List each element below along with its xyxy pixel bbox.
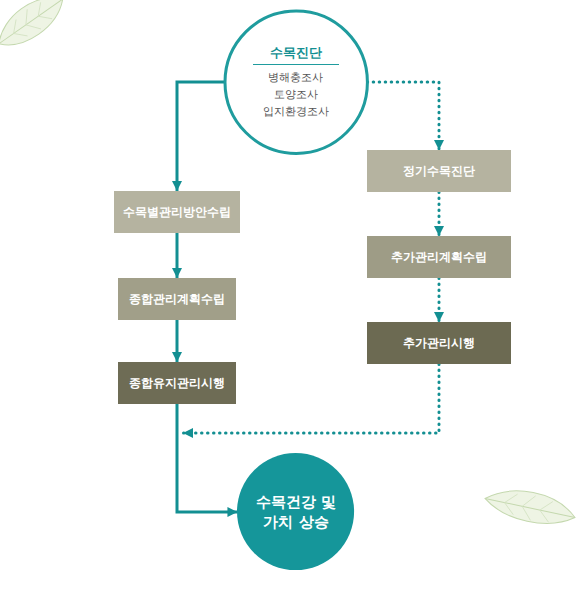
result-circle-outline: [237, 453, 354, 570]
result-circle: 수목건강 및 가치 상승: [237, 453, 354, 570]
survey-item: 입지환경조사: [263, 103, 329, 120]
leaf-vein: [0, 0, 63, 44]
leaf-vein: [485, 498, 575, 517]
process-label: 추가관리시행: [403, 335, 475, 351]
head-circle: 수목진단병해충조사토양조사입지환경조사: [225, 11, 367, 153]
solid-connector: [176, 233, 179, 278]
dotted-connector: [438, 192, 441, 236]
process-box: 추가관리계획수립: [367, 236, 511, 278]
result-circle-shape: [237, 453, 354, 570]
process-box: 종합관리계획수립: [118, 278, 236, 320]
leaf-veins: [502, 490, 553, 524]
leaf-blade: [0, 0, 71, 56]
process-label: 정기수목진단: [403, 163, 475, 179]
process-box: 종합유지관리시행: [118, 362, 236, 404]
process-label: 수목별관리방안수립: [123, 204, 231, 220]
circle-heading: 수목진단: [253, 44, 339, 66]
leaf-blade: [482, 483, 578, 531]
head-circle-shape: [225, 11, 367, 153]
solid-connector: [177, 404, 237, 512]
process-label: 종합유지관리시행: [129, 375, 225, 391]
process-box: 정기수목진단: [367, 150, 511, 192]
result-text: 수목건강 및 가치 상승: [248, 492, 344, 533]
process-box: 추가관리시행: [367, 322, 511, 364]
process-label: 추가관리계획수립: [391, 249, 487, 265]
dotted-connector: [367, 82, 439, 150]
dotted-connector: [438, 278, 441, 322]
survey-item: 병해충조사: [268, 69, 323, 86]
process-box: 수목별관리방안수립: [114, 191, 240, 233]
leaf-veins: [7, 1, 54, 44]
leaf-bottom-right: [482, 483, 578, 531]
solid-connector: [177, 82, 225, 191]
solid-connector: [176, 320, 179, 362]
leaf-top-left: [0, 0, 71, 56]
survey-item: 토양조사: [274, 86, 318, 103]
process-label: 종합관리계획수립: [129, 291, 225, 307]
